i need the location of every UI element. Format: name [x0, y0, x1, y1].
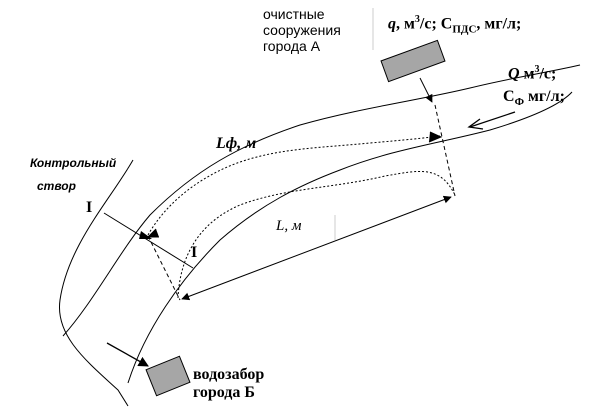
- water-intake-line1: водозабор: [193, 366, 265, 383]
- flow-direction-arrowhead: [467, 118, 484, 130]
- river-bank-left: [58, 159, 134, 407]
- fairway-length-arrowhead-left: [146, 228, 159, 238]
- discharge-q-unit: , м: [396, 15, 415, 33]
- discharge-c-sub: ПДС: [452, 23, 477, 36]
- discharge-label: q, м3/с; CПДС, мг/л;: [388, 14, 521, 36]
- discharge-q-unit-tail: /с; C: [419, 15, 453, 33]
- control-section-line: [103, 212, 194, 269]
- river-flow-c-label: CФ мг/л;: [503, 88, 565, 109]
- river-flow-c-symbol: C: [503, 88, 515, 105]
- intake-arrow: [106, 342, 149, 367]
- fairway-line-lower: [177, 170, 456, 299]
- discharge-drop-line: [419, 77, 433, 103]
- river-flow-q-unit: м: [519, 65, 535, 83]
- water-intake-label: водозабор города Б: [193, 366, 264, 403]
- treatment-plant-line3: города А: [263, 38, 321, 55]
- river-flow-c-sub: Ф: [514, 96, 525, 109]
- treatment-plant-line1: очистные: [263, 6, 325, 22]
- water-intake-box: [145, 355, 191, 397]
- discharge-q-sup: 3: [414, 14, 420, 25]
- fairway-length-arrowhead-right: [428, 131, 443, 143]
- straight-length-arrow: [181, 195, 452, 301]
- control-section-label-line1: Контрольный: [30, 156, 117, 170]
- river-bank-right: [127, 91, 573, 384]
- discharge-c-unit: , мг/л;: [476, 15, 522, 33]
- control-section-arrowhead: [139, 231, 152, 239]
- river-flow-c-unit: мг/л;: [524, 88, 565, 105]
- discharge-dashed-line: [434, 104, 456, 197]
- river-bank-center: [62, 64, 581, 337]
- fairway-line-upper: [147, 135, 441, 236]
- straight-length-label: L, м: [276, 218, 302, 234]
- treatment-plant-line2: сооружения: [263, 22, 341, 39]
- treatment-plant-label: очистные сооружения города А: [263, 6, 341, 54]
- control-dashed-line: [147, 235, 181, 301]
- discharge-q-symbol: q: [388, 15, 396, 33]
- control-section-label-line2: створ: [37, 179, 76, 193]
- flow-direction-arrow: [469, 111, 516, 128]
- river-flow-q-unit-tail: /с;: [539, 65, 557, 83]
- fairway-length-label: Lф, м: [216, 135, 257, 152]
- river-flow-q-label: Q м3/с;: [508, 64, 556, 84]
- treatment-outfall-box: [380, 39, 446, 83]
- river-flow-q-symbol: Q: [508, 65, 520, 83]
- water-intake-line2: города Б: [193, 384, 255, 402]
- section-mark-right: I: [191, 244, 198, 261]
- section-mark-left: I: [86, 199, 93, 216]
- river-flow-q-sup: 3: [534, 64, 540, 75]
